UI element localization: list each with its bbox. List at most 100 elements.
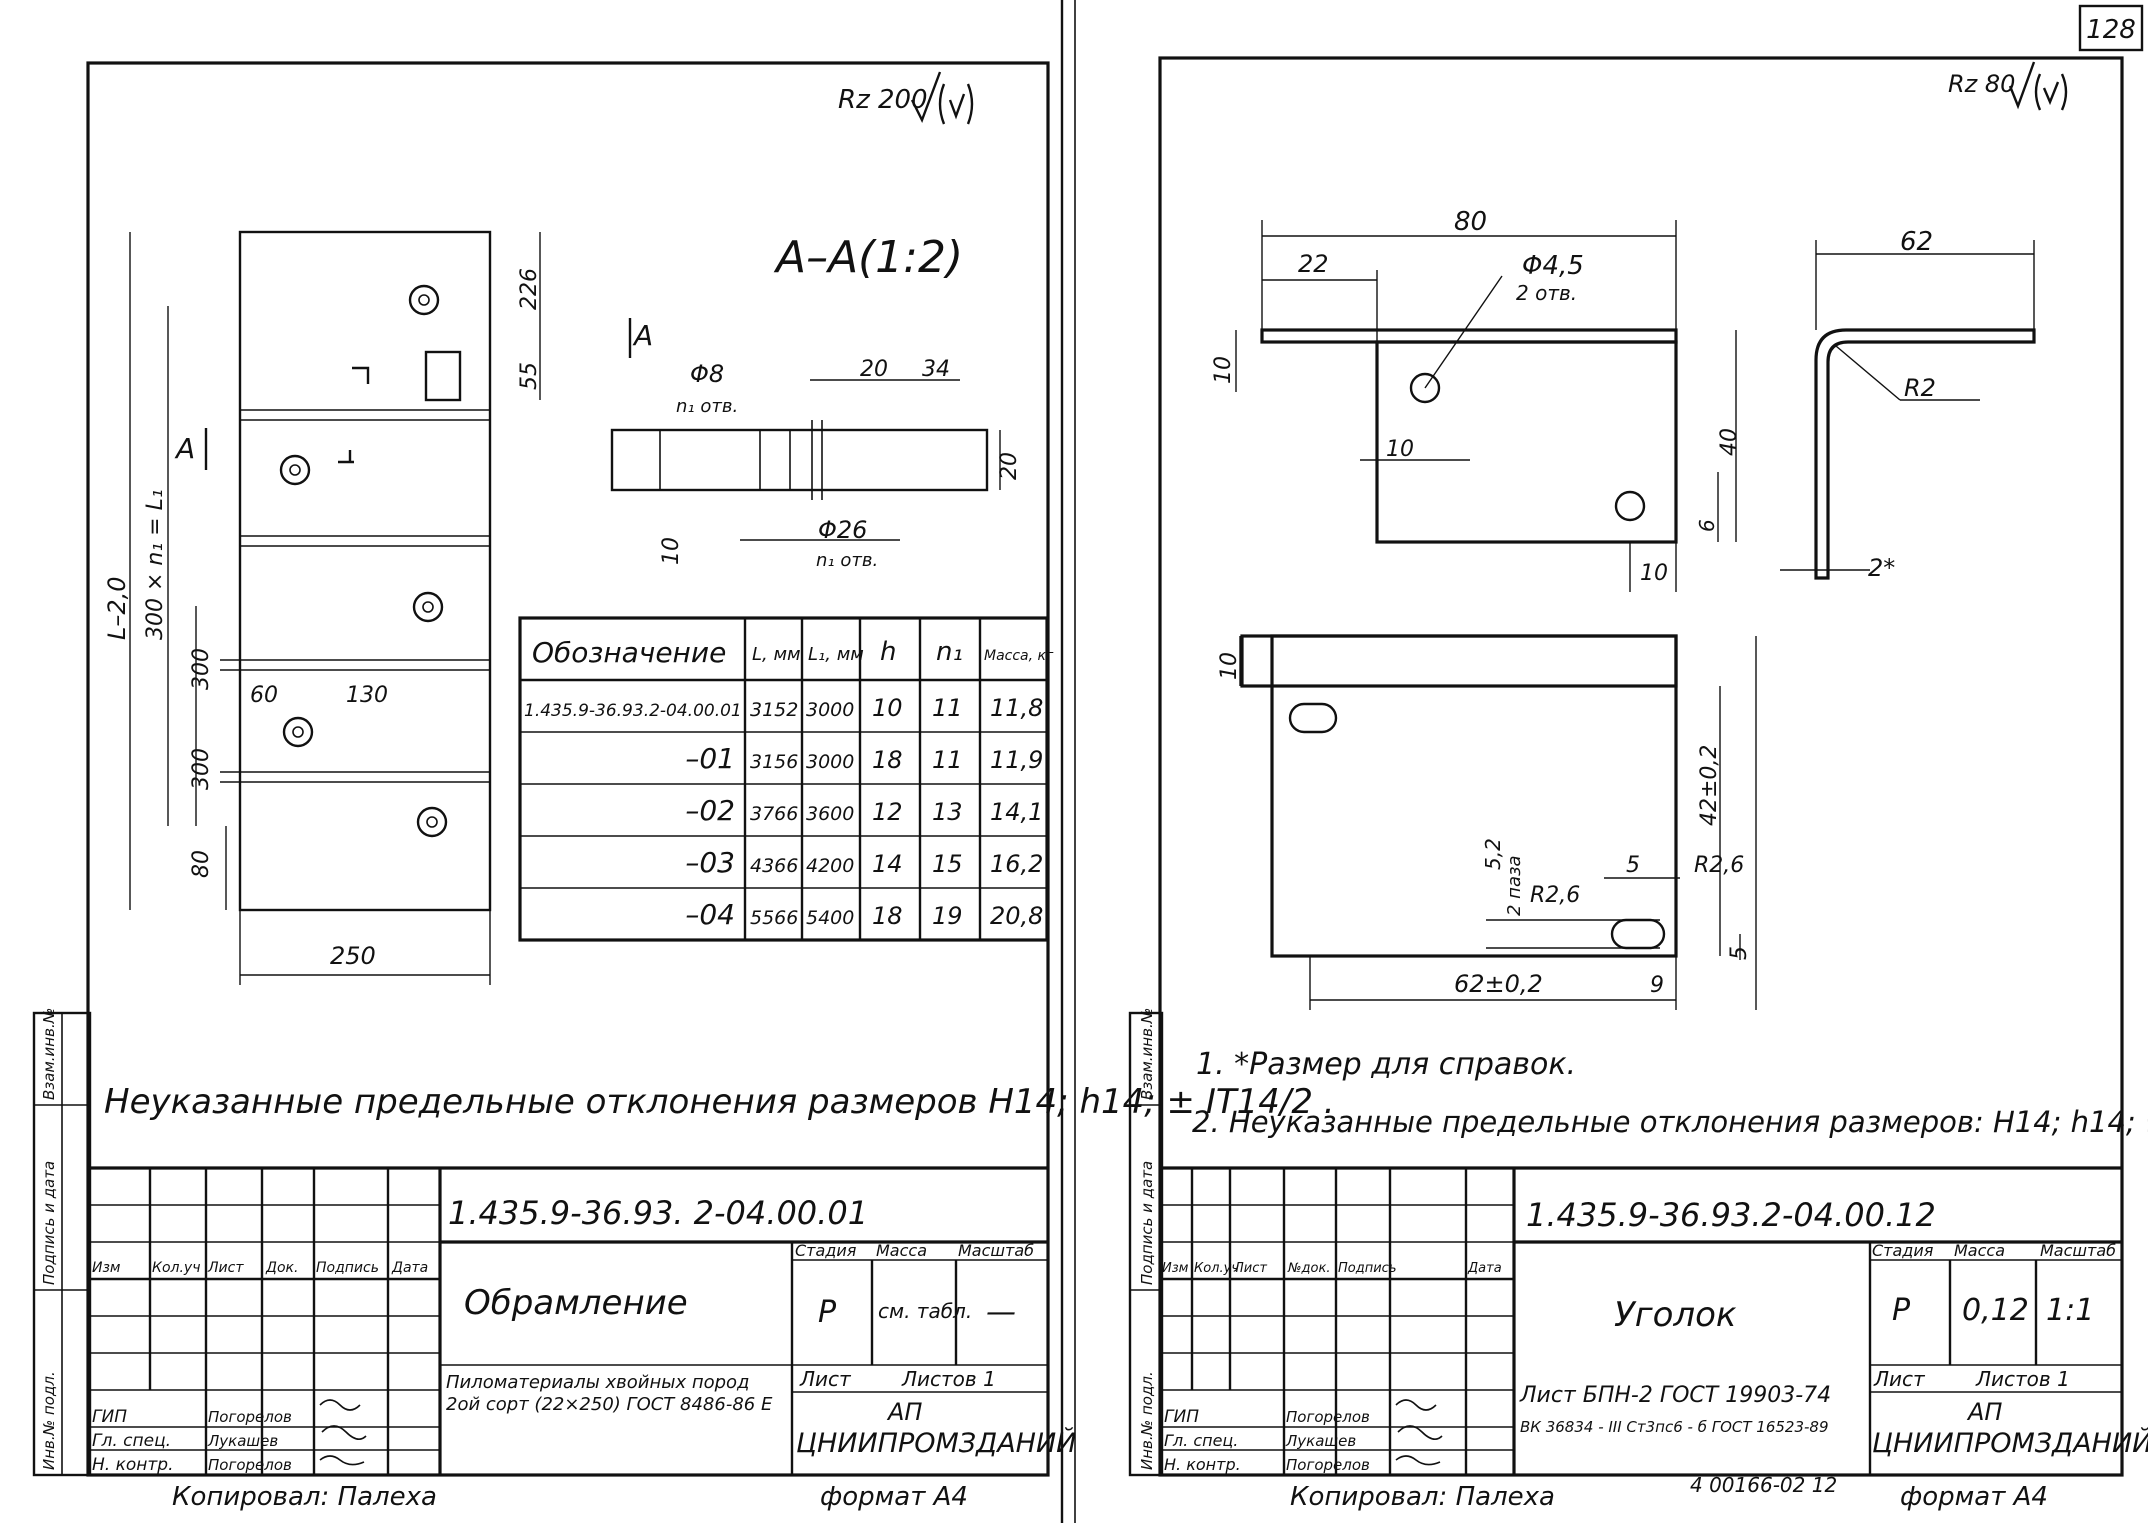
table-cell: 4366 xyxy=(750,855,798,877)
table-cell: 14,1 xyxy=(990,798,1043,826)
dim-phi8: Φ8 xyxy=(690,360,724,388)
dim-20: 20 xyxy=(860,357,888,382)
roughness-symbol-right xyxy=(2008,61,2068,111)
left-side-label-1: Взам.инв.№ xyxy=(40,1008,58,1100)
left-stage-label: Стадия xyxy=(795,1241,857,1260)
sheet-number-box xyxy=(2078,4,2144,52)
left-side-label-2: Подпись и дата xyxy=(40,1161,58,1285)
dim-226: 226 xyxy=(517,268,542,310)
left-footer-copyist: Копировал: Палеха xyxy=(172,1482,437,1512)
table-cell: 19 xyxy=(932,902,963,930)
dim-phi26: Φ26 xyxy=(818,516,867,544)
right-note-1: 1. *Размер для справок. xyxy=(1196,1047,1576,1082)
left-mass: см. табл. xyxy=(878,1299,972,1323)
col-header: Лист xyxy=(207,1260,244,1276)
col-header: Дата xyxy=(391,1260,428,1276)
left-side-label-3: Инв.№ подл. xyxy=(40,1371,58,1470)
dim-2otv: 2 отв. xyxy=(1516,281,1577,305)
right-stage-label: Стадия xyxy=(1872,1241,1934,1260)
right-side-label-3: Инв.№ подл. xyxy=(1138,1371,1156,1470)
right-org-short: АП xyxy=(1966,1398,2002,1426)
table-cell: 3000 xyxy=(806,751,854,773)
table-cell: 10 xyxy=(872,694,903,722)
table-cell: –01 xyxy=(685,742,735,775)
dim-R2: R2 xyxy=(1904,374,1936,402)
role: Н. контр. xyxy=(92,1455,173,1475)
left-footer-format: формат А4 xyxy=(820,1482,968,1512)
table-cell: 18 xyxy=(872,746,903,774)
section-scale: (1:2) xyxy=(858,232,963,283)
section-cut-box xyxy=(424,350,462,402)
table-cell: –04 xyxy=(685,898,735,931)
section-title: А–А xyxy=(773,232,858,283)
table-cell: 3600 xyxy=(806,803,854,825)
person: Погорелов xyxy=(208,1408,292,1426)
col-header: Кол.уч xyxy=(1194,1261,1239,1276)
col-header: Кол.уч xyxy=(152,1260,200,1276)
right-sheet-label: Лист xyxy=(1873,1367,1926,1391)
table-cell: –02 xyxy=(685,794,735,827)
table-header-l1: L₁, мм xyxy=(808,644,864,665)
col-header: Док. xyxy=(265,1260,298,1276)
plank-outline xyxy=(238,230,492,912)
angle-top-edge xyxy=(1260,328,1678,344)
right-designation: 1.435.9-36.93.2-04.00.12 xyxy=(1526,1196,1936,1234)
person: Лукашев xyxy=(1285,1432,1356,1450)
table-header-h: h xyxy=(880,637,896,667)
dim-6: 6 xyxy=(1695,519,1719,532)
right-footer-copyist: Копировал: Палеха xyxy=(1290,1482,1555,1512)
dim-2star: 2* xyxy=(1868,554,1895,582)
col-header: Подпись xyxy=(1338,1261,1396,1276)
section-profile xyxy=(610,428,989,492)
right-side-stamp xyxy=(1128,1011,1164,1477)
table-cell: 3152 xyxy=(750,699,798,721)
table-cell: 3766 xyxy=(750,803,798,825)
col-header: Изм xyxy=(1162,1261,1189,1276)
dim-300n1: 300 × n₁ = L₁ xyxy=(143,489,168,640)
left-material: Пиломатериалы хвойных пород 2ой сорт (22… xyxy=(446,1372,773,1415)
cut-marker-section: А xyxy=(632,319,653,352)
right-scale: 1:1 xyxy=(2046,1293,2094,1328)
right-title-block: 1.435.9-36.93.2-04.00.12 Уголок Стадия М… xyxy=(1160,1166,2148,1475)
left-org-short: АП xyxy=(886,1398,922,1426)
left-scale: — xyxy=(986,1295,1016,1330)
variants-table: Обозначение L, мм L₁, мм h n₁ Масса, кг … xyxy=(518,616,1054,942)
table-cell: –03 xyxy=(685,846,735,879)
table-header-n1: n₁ xyxy=(936,637,963,667)
table-cell: 11 xyxy=(932,694,963,722)
table-cell: 11 xyxy=(932,746,963,774)
right-sheets-label: Листов 1 xyxy=(1975,1367,2070,1391)
table-header-designation: Обозначение xyxy=(532,636,726,669)
col-header: Подпись xyxy=(316,1260,379,1276)
dim-42: 42±0,2 xyxy=(1697,745,1722,826)
dim-34: 34 xyxy=(922,357,950,382)
dim-2paza: 2 паза xyxy=(1504,855,1525,916)
right-scale-label: Масштаб xyxy=(2040,1241,2116,1260)
plank-holes xyxy=(279,284,448,838)
right-side-label-1: Взам.инв.№ xyxy=(1138,1008,1156,1100)
dim-10-d: 10 xyxy=(1217,652,1242,680)
signatures-right xyxy=(1395,1399,1443,1466)
table-cell: 3000 xyxy=(806,699,854,721)
dim-phi45: Φ4,5 xyxy=(1522,251,1584,281)
dim-5-a: 5 xyxy=(1626,853,1640,878)
right-mass: 0,12 xyxy=(1962,1293,2029,1328)
dim-250: 250 xyxy=(330,942,376,970)
right-part-name: Уголок xyxy=(1614,1295,1737,1335)
dim-130: 130 xyxy=(346,683,388,708)
right-mass-label: Масса xyxy=(1954,1241,2005,1260)
right-material-1: Лист БПН-2 ГОСТ 19903-74 xyxy=(1519,1383,1831,1408)
right-material-2: ВК 36834 - III Ст3пс6 - б ГОСТ 16523-89 xyxy=(1520,1418,1829,1436)
col-header: Изм xyxy=(92,1260,121,1276)
left-title-block: 1.435.9-36.93. 2-04.00.01 Обрамление Ста… xyxy=(88,1166,1076,1475)
right-frame xyxy=(1158,56,2124,1477)
col-header: Дата xyxy=(1467,1261,1502,1276)
table-cell: 15 xyxy=(932,850,963,878)
role: Гл. спец. xyxy=(92,1431,171,1451)
left-sheet: Взам.инв.№ Подпись и дата Инв.№ подл. Rz… xyxy=(32,61,1335,1512)
role: Гл. спец. xyxy=(1164,1431,1238,1450)
right-note-2: 2. Неуказанные предельные отклонения раз… xyxy=(1192,1105,2148,1139)
left-stage: Р xyxy=(818,1295,837,1330)
left-designation: 1.435.9-36.93. 2-04.00.01 xyxy=(448,1194,868,1232)
left-scale-label: Масштаб xyxy=(958,1241,1034,1260)
